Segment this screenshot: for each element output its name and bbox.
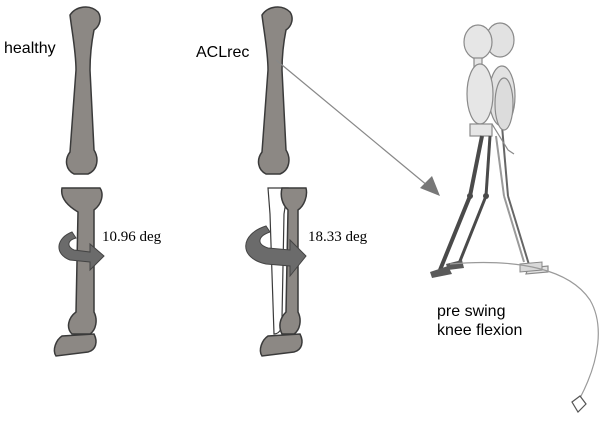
pointer-arrowhead xyxy=(420,176,440,196)
healthy-label: healthy xyxy=(4,40,56,57)
trajectory-end-marker xyxy=(571,395,587,413)
aclrec-foot xyxy=(259,333,303,357)
aclrec-femur xyxy=(257,6,293,175)
gait-phase-label-line1: pre swing xyxy=(437,303,506,320)
healthy-leg xyxy=(53,6,105,357)
aclrec-rotation-arrow xyxy=(245,225,307,278)
aclrec-label: ACLrec xyxy=(196,44,250,61)
skeleton-legs xyxy=(430,135,543,278)
gait-phase-label-line2: knee flexion xyxy=(437,322,523,339)
healthy-rotation-arrow xyxy=(58,231,105,272)
gait-skeleton-figure xyxy=(430,22,549,278)
swing-trajectory xyxy=(449,261,599,413)
aclrec-rotation-value: 18.33 deg xyxy=(308,229,368,245)
aclrec-leg xyxy=(245,6,308,357)
healthy-femur xyxy=(65,6,101,175)
skeleton-front xyxy=(463,24,515,155)
healthy-foot xyxy=(53,333,97,357)
healthy-rotation-value: 10.96 deg xyxy=(102,229,162,245)
pointer-arrow xyxy=(275,59,440,196)
